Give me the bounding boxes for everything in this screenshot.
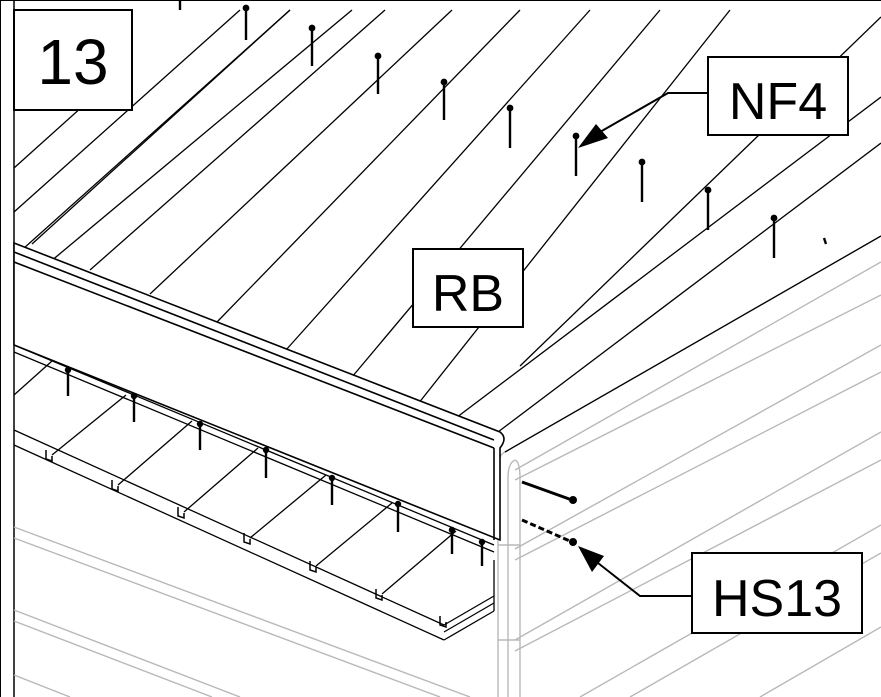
screw-callout: HS13 — [578, 546, 863, 634]
soffit-clips — [45, 450, 447, 629]
wall-panels-lower — [13, 526, 471, 697]
board-callout: RB — [412, 248, 524, 328]
wall-panels-right — [497, 235, 881, 697]
screw-label: HS13 — [712, 570, 842, 628]
nail-label: NF4 — [729, 73, 827, 131]
step-number: 13 — [37, 26, 108, 98]
edge-board — [13, 241, 505, 542]
soffit-nails — [64, 366, 486, 566]
roof-nails — [178, 0, 828, 258]
board-label: RB — [432, 265, 504, 323]
screws — [521, 480, 577, 546]
nail-callout: NF4 — [578, 56, 849, 148]
step-badge: 13 — [13, 9, 133, 111]
soffit-underside — [13, 344, 495, 641]
